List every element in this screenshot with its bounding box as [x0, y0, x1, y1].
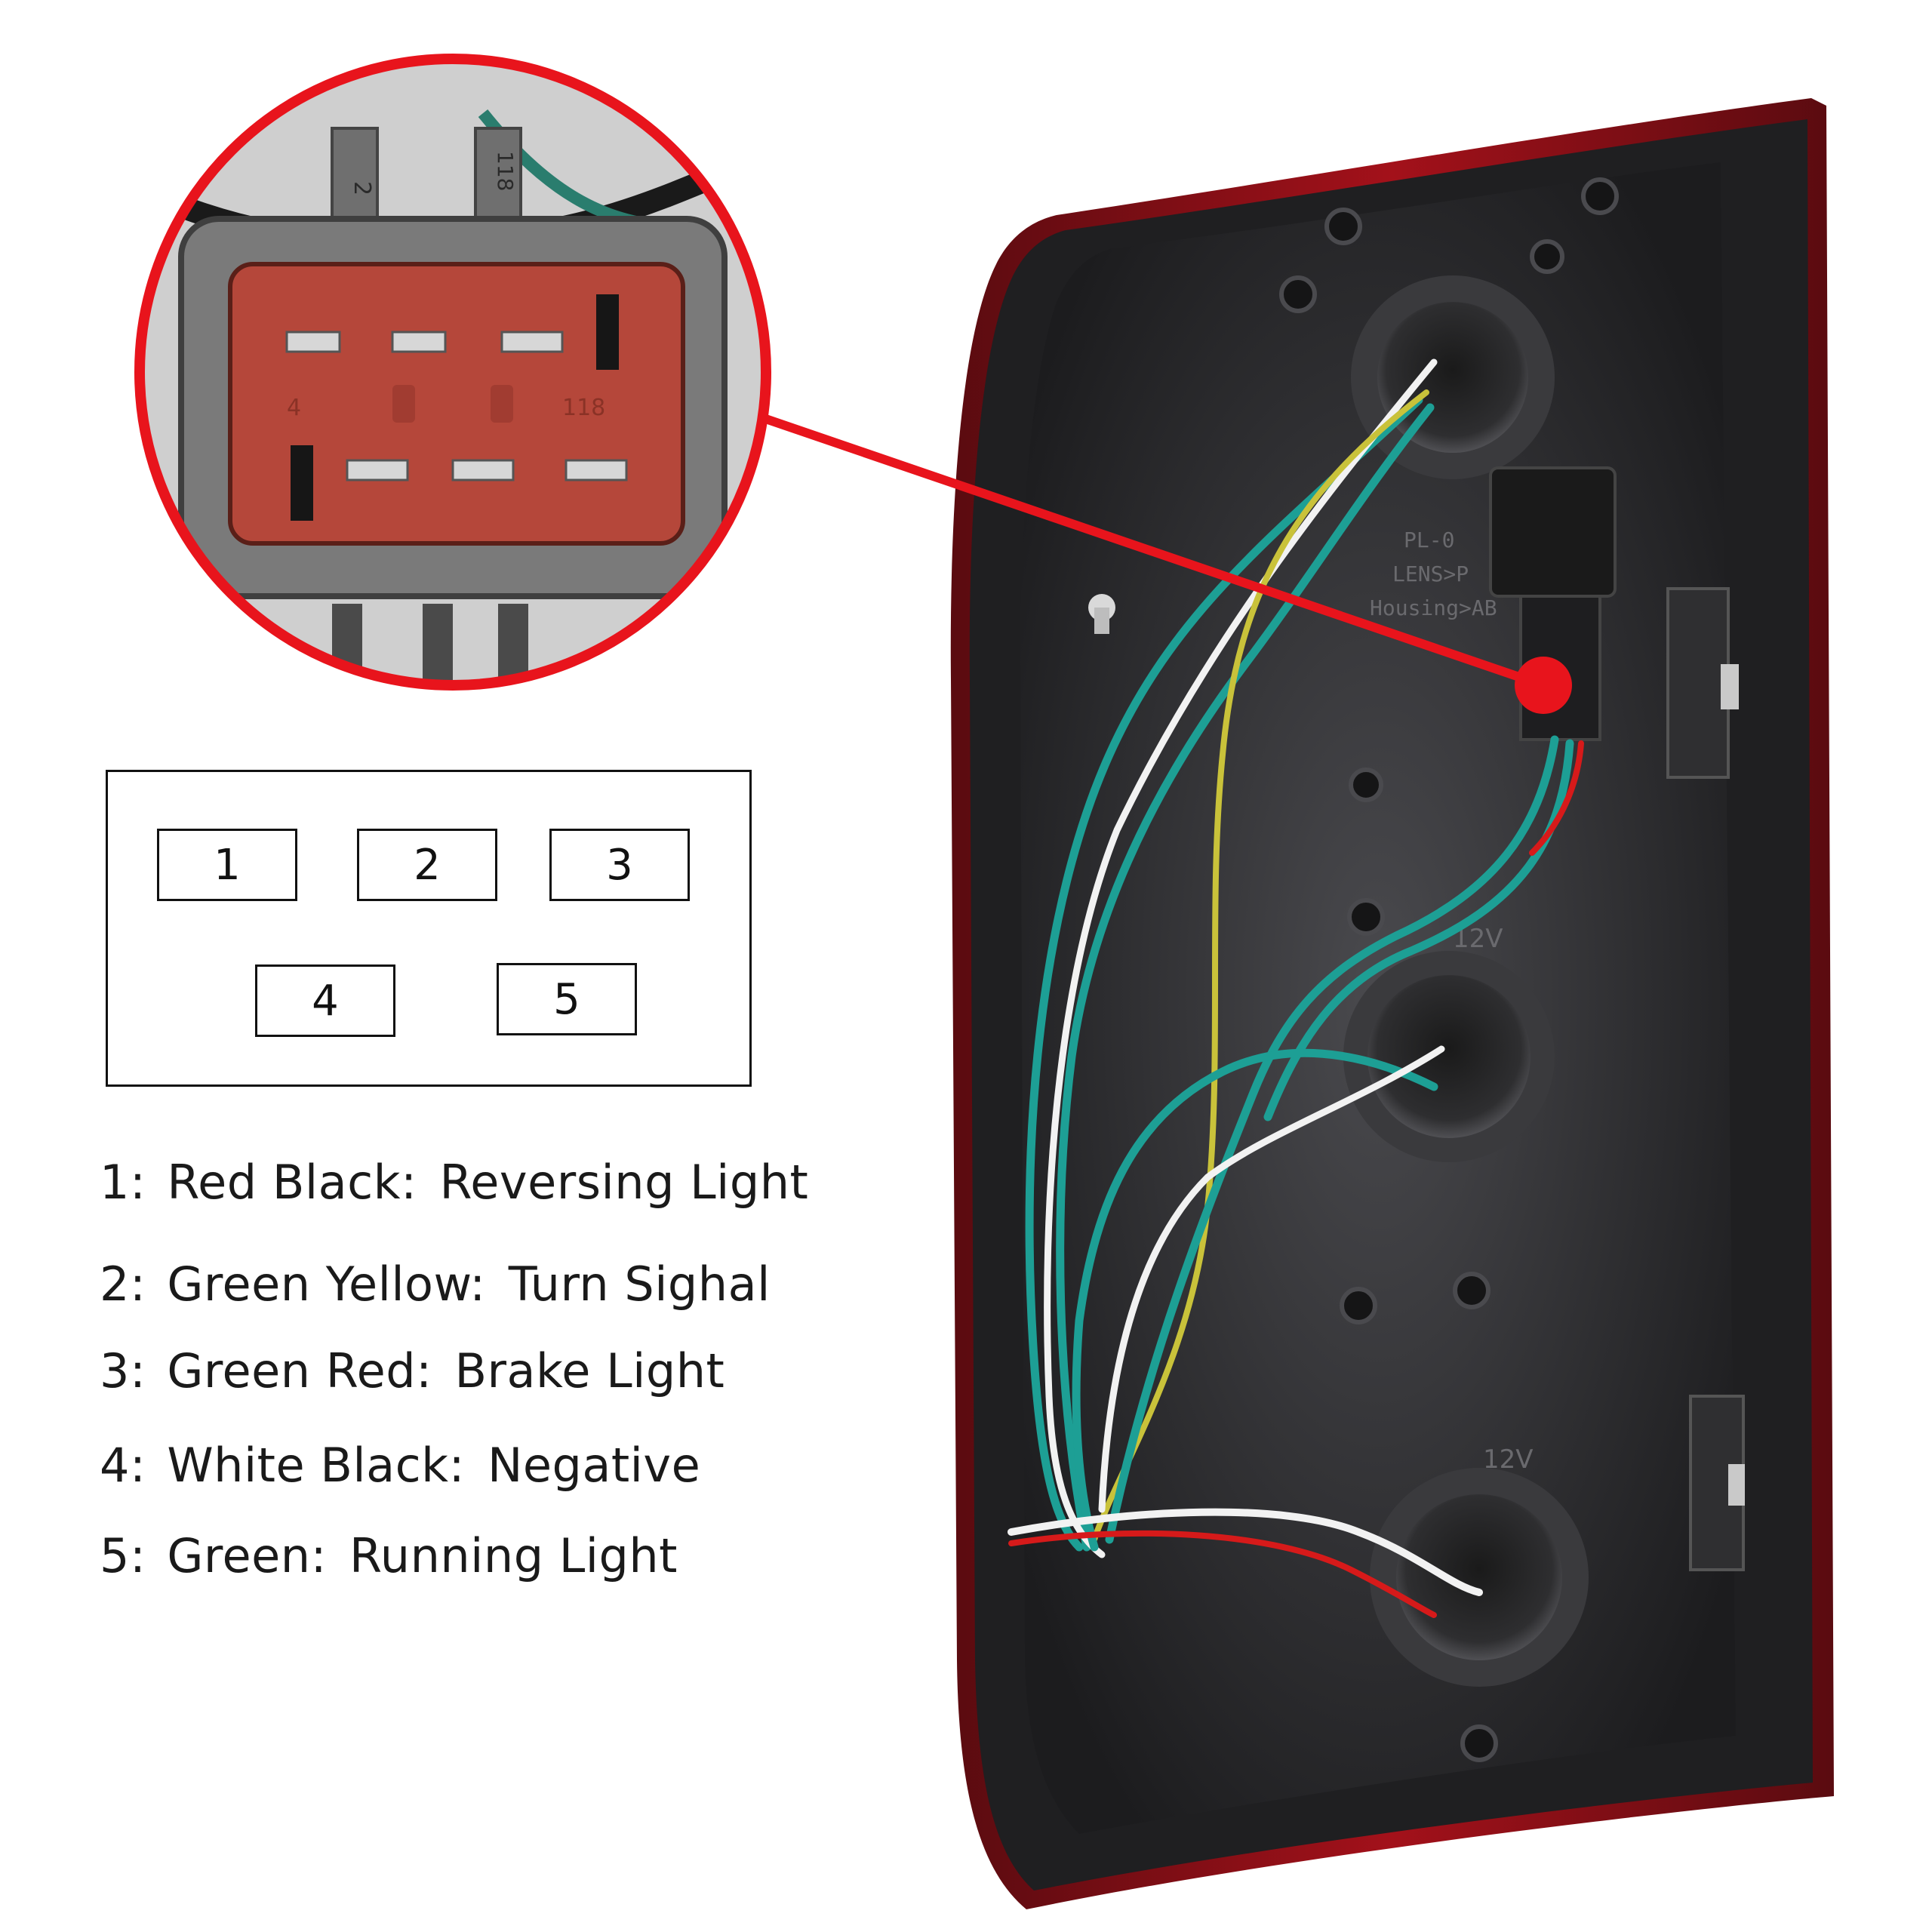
legend-function: Negative [487, 1438, 701, 1493]
wire-green-yellow [1091, 389, 1429, 1543]
legend-function: Reversing Light [439, 1155, 809, 1210]
legend-wire-color: White Black: [167, 1438, 465, 1493]
pin-box-1: 1 [157, 829, 297, 901]
socket-voltage-label: 12V [1483, 1444, 1534, 1475]
legend-function: Running Light [349, 1528, 678, 1583]
connector-key-slot [291, 445, 313, 521]
wire-white [1044, 358, 1438, 1558]
wire-white [1098, 1045, 1445, 1513]
cavity-mark: 118 [493, 151, 518, 191]
wire-green [1025, 395, 1423, 1552]
mounting-clip-upper [1666, 587, 1739, 779]
pin-box-5: 5 [497, 963, 637, 1035]
wiring-harness [1008, 358, 1584, 1618]
connector-terminals [285, 331, 628, 481]
cavity-mark: 2 [349, 181, 375, 195]
connector-key [392, 385, 415, 423]
legend-row: 3: Green Red: Brake Light [100, 1343, 724, 1398]
inset-border [134, 54, 771, 691]
wire-red [1008, 1530, 1437, 1618]
legend-function: Turn Sighal [508, 1257, 771, 1312]
legend-pin-number: 2: [100, 1257, 146, 1312]
legend-pin-number: 4: [100, 1438, 146, 1493]
legend-pin-number: 3: [100, 1343, 146, 1398]
ground-stud [1088, 594, 1115, 634]
bulb-socket-top [1351, 275, 1555, 479]
cavity-mark: 118 [562, 395, 605, 421]
molded-text: LENS>P [1392, 561, 1469, 586]
pinout-diagram: 1 2 3 4 5 [106, 770, 752, 1087]
mounting-holes [1279, 177, 1619, 1762]
connector-key [491, 385, 513, 423]
pin-box-4: 4 [255, 964, 395, 1037]
connector-key-slot [596, 294, 619, 370]
bulb-socket-bottom [1370, 1468, 1589, 1687]
legend-row: 1: Red Black: Reversing Light [100, 1155, 808, 1210]
bulb-socket-middle [1343, 951, 1555, 1162]
legend-function: Brake Light [454, 1343, 725, 1398]
wire-green [1105, 735, 1559, 1544]
wire-red [1529, 740, 1584, 856]
molded-text: PL-0 [1404, 528, 1454, 552]
connector-zoom-inset: 2 118 4 118 [134, 54, 771, 691]
pin-box-2: 2 [357, 829, 497, 901]
pin-box-3: 3 [549, 829, 690, 901]
legend-row: 4: White Black: Negative [100, 1438, 700, 1493]
wire-green [1056, 403, 1435, 1552]
legend-wire-color: Red Black: [167, 1155, 417, 1210]
callout-line [753, 411, 1545, 690]
cavity-mark: 4 [287, 395, 301, 421]
wire-white [1008, 1508, 1483, 1596]
legend-wire-color: Green: [167, 1528, 327, 1583]
wire-green [1072, 1048, 1438, 1552]
legend-wire-color: Green Red: [167, 1343, 432, 1398]
molded-text: Housing>AB [1370, 595, 1497, 620]
legend-pin-number: 5: [100, 1528, 146, 1583]
legend-row: 5: Green: Running Light [100, 1528, 678, 1583]
mounting-clip-lower [1689, 1395, 1745, 1571]
callout-dot [1515, 657, 1572, 714]
legend-pin-number: 1: [100, 1155, 146, 1210]
legend-row: 2: Green Yellow: Turn Sighal [100, 1257, 771, 1312]
legend-wire-color: Green Yellow: [167, 1257, 486, 1312]
